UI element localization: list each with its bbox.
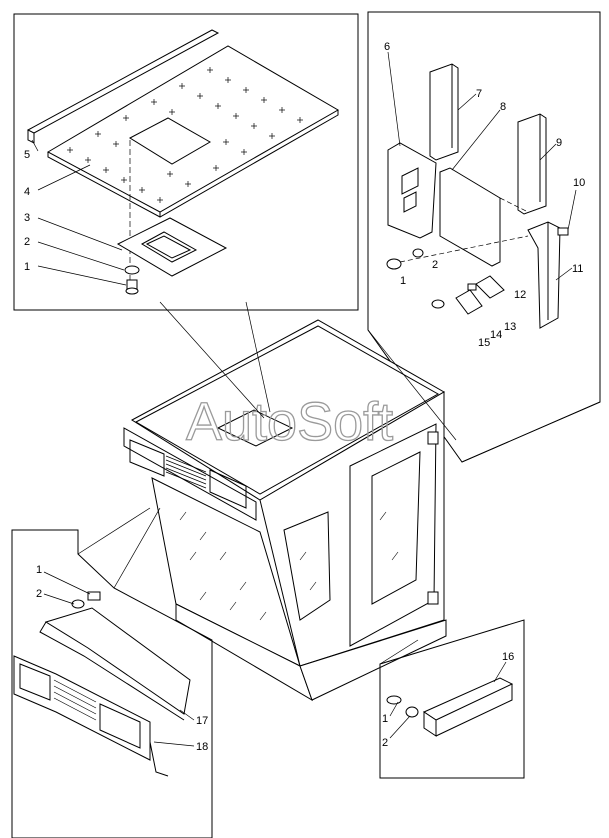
label-tr-8: 8 [500, 101, 506, 113]
roof-hatch [216, 409, 294, 447]
grille-part-18 [13, 655, 151, 761]
hatch-frame-part-3 [116, 217, 228, 277]
label-tr-1: 1 [400, 275, 406, 287]
washer-part-2 [124, 265, 140, 275]
rail-part-16 [422, 677, 514, 721]
label-bl-1: 1 [36, 564, 42, 576]
label-tr-14: 14 [490, 329, 502, 341]
label-tr-6: 6 [384, 41, 390, 53]
door-hinge [427, 431, 439, 445]
bracket-part-13 [475, 275, 505, 299]
screw-part-12 [467, 283, 477, 291]
label-br-1: 1 [382, 713, 388, 725]
side-panels-panel: 6 7 8 9 10 2 1 11 12 13 14 15 [367, 11, 601, 463]
shelf-part-17 [44, 607, 191, 715]
trim-strip-part-5 [26, 29, 220, 134]
connector-lines [77, 301, 601, 665]
label-tr-13: 13 [504, 321, 516, 333]
washer-bl-part-2 [71, 599, 85, 609]
bolt-bl-part-1 [87, 591, 101, 601]
bracket-part-14 [455, 289, 483, 315]
label-bl-17: 17 [196, 715, 208, 727]
floor-plate-part-4 [46, 45, 339, 213]
washer-br-part-2 [405, 706, 419, 718]
plate-cross-pattern [67, 67, 303, 203]
glass-hatching [179, 511, 399, 621]
bolt-tr-part-1 [386, 258, 402, 270]
cab-door-window [371, 451, 421, 605]
roof-plate-panel: 5 4 3 2 1 [13, 13, 359, 311]
label-br-16: 16 [502, 651, 514, 663]
label-tr-9: 9 [556, 137, 562, 149]
label-tl-5: 5 [24, 149, 30, 161]
label-tr-15: 15 [478, 337, 490, 349]
post-part-7 [429, 63, 459, 161]
cab-body [123, 319, 447, 702]
label-bl-2: 2 [36, 588, 42, 600]
screw-part-10 [557, 227, 569, 236]
screw-part-15 [431, 299, 445, 309]
post-part-11 [527, 221, 561, 329]
label-tr-12: 12 [514, 289, 526, 301]
panel-part-6 [387, 142, 437, 239]
label-tl-1: 1 [24, 261, 30, 273]
label-tr-11: 11 [572, 263, 583, 275]
label-tr-10: 10 [573, 177, 585, 189]
label-tl-2: 2 [24, 236, 30, 248]
post-part-9 [517, 113, 547, 215]
door-hinge [427, 591, 439, 605]
bolt-br-part-1 [386, 695, 402, 705]
panel-part-8 [439, 167, 501, 267]
label-br-2: 2 [382, 737, 388, 749]
washer-tr-part-2 [412, 248, 424, 258]
watermark: AutoSoft [186, 392, 393, 452]
label-tr-2: 2 [432, 259, 438, 271]
label-tl-3: 3 [24, 212, 30, 224]
label-tl-4: 4 [24, 186, 30, 198]
label-bl-18: 18 [196, 741, 208, 753]
label-tr-7: 7 [476, 88, 482, 100]
rail-parts-panel: 16 1 2 [379, 619, 525, 779]
grille-parts-panel: 1 2 17 18 [11, 529, 213, 838]
